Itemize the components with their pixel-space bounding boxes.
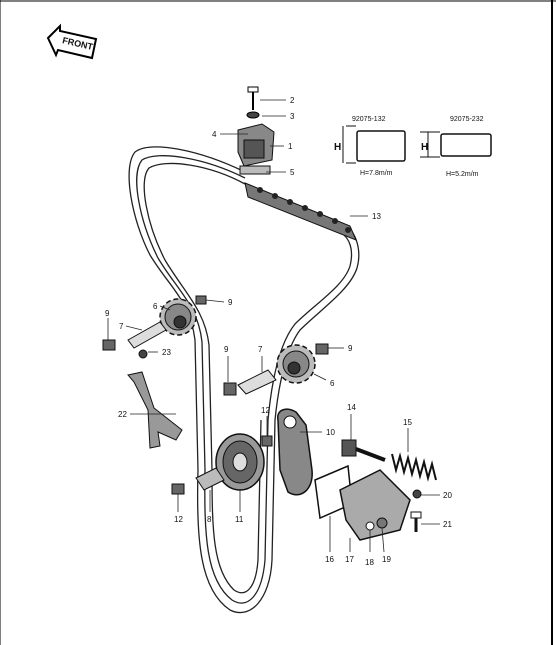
nut-9-right bbox=[315, 343, 329, 355]
tensioner-housing bbox=[339, 469, 411, 541]
spring-15 bbox=[391, 452, 437, 482]
upper-chain-guide bbox=[237, 86, 275, 175]
label-part-9-b: 9 bbox=[105, 309, 110, 318]
label-part-9-c: 9 bbox=[224, 345, 229, 354]
bolt-21 bbox=[410, 511, 422, 532]
part-labels: 2 3 4 1 5 13 9 6 9 7 23 22 9 7 9 6 12 10… bbox=[105, 96, 452, 567]
bracket-22 bbox=[127, 371, 183, 449]
label-part-17: 17 bbox=[345, 555, 354, 564]
chain-segment bbox=[244, 182, 357, 241]
shaft-7-right bbox=[237, 369, 277, 395]
leader-lines bbox=[107, 99, 440, 553]
shim-right-dim-value: H=5.2m/m bbox=[446, 171, 479, 178]
label-part-18: 18 bbox=[365, 558, 374, 567]
front-arrow-icon: FRONT bbox=[46, 23, 98, 60]
label-part-21: 21 bbox=[443, 520, 452, 529]
shim-left-dim-value: H=7.8m/m bbox=[360, 170, 393, 177]
sprocket-left bbox=[159, 298, 197, 336]
shaft-7-left bbox=[127, 321, 167, 349]
label-part-14: 14 bbox=[347, 403, 356, 412]
shim-left-dim-label: H bbox=[334, 142, 341, 153]
label-part-8: 8 bbox=[207, 515, 212, 524]
washer-18 bbox=[365, 521, 375, 531]
label-part-13: 13 bbox=[372, 212, 381, 221]
label-part-15: 15 bbox=[403, 418, 412, 427]
label-part-12-a: 12 bbox=[261, 406, 270, 415]
nut-12-right bbox=[261, 435, 273, 447]
label-part-6-a: 6 bbox=[153, 302, 158, 311]
label-part-9-a: 9 bbox=[228, 298, 233, 307]
pushrod-14 bbox=[341, 439, 357, 457]
nut-20 bbox=[412, 489, 422, 499]
nut-12-left bbox=[171, 483, 185, 495]
label-part-10: 10 bbox=[326, 428, 335, 437]
label-part-12-b: 12 bbox=[174, 515, 183, 524]
shim-left-part-no: 92075-132 bbox=[352, 116, 386, 123]
cam-chain bbox=[128, 146, 360, 614]
label-part-9-d: 9 bbox=[348, 344, 353, 353]
tensioner-arm bbox=[277, 408, 313, 496]
label-part-23: 23 bbox=[162, 348, 171, 357]
bolt-23 bbox=[138, 349, 148, 359]
nut-9-mid bbox=[223, 382, 237, 396]
label-part-20: 20 bbox=[443, 491, 452, 500]
label-part-11: 11 bbox=[235, 515, 244, 524]
label-part-16: 16 bbox=[325, 555, 334, 564]
label-part-19: 19 bbox=[382, 555, 391, 564]
label-part-4: 4 bbox=[212, 130, 217, 139]
label-part-5: 5 bbox=[290, 168, 295, 177]
label-part-7-a: 7 bbox=[119, 322, 124, 331]
shim-right-part-no: 92075-232 bbox=[450, 116, 484, 123]
label-part-22: 22 bbox=[118, 410, 127, 419]
label-part-3: 3 bbox=[290, 112, 295, 121]
shim-inset-right: 92075-232 H H=5.2m/m bbox=[420, 116, 492, 178]
nut-9-left bbox=[102, 339, 116, 351]
label-part-1: 1 bbox=[288, 142, 293, 151]
label-part-7-b: 7 bbox=[258, 345, 263, 354]
shaft-8 bbox=[195, 467, 225, 491]
nut-9-top bbox=[195, 295, 207, 305]
idler-pulley bbox=[215, 433, 265, 491]
label-part-2: 2 bbox=[290, 96, 295, 105]
sprocket-right bbox=[276, 344, 316, 384]
shim-inset-left: 92075-132 H H=7.8m/m bbox=[334, 116, 406, 177]
label-part-6-b: 6 bbox=[330, 379, 335, 388]
nut-19 bbox=[376, 517, 388, 529]
shim-right-dim-label: H bbox=[421, 142, 428, 153]
